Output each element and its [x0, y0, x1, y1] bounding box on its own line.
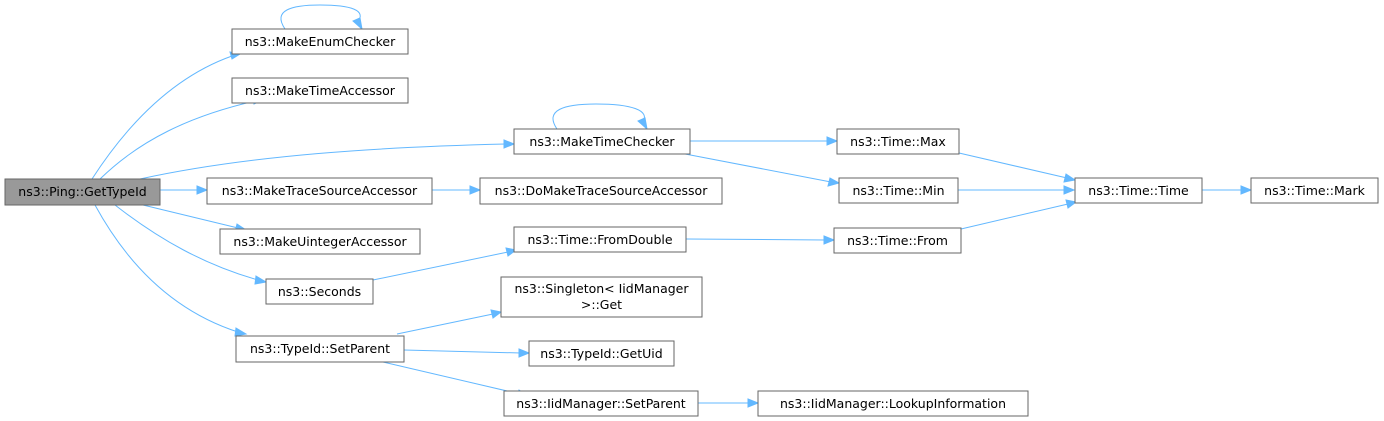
- edge-time-max-to-time-time: [958, 152, 1077, 183]
- node-label: ns3::DoMakeTraceSourceAccessor: [495, 183, 709, 198]
- edge-root-to-make-uinteger-accessor: [142, 204, 248, 233]
- node-iidmanager-set-parent[interactable]: ns3::IidManager::SetParent: [503, 390, 699, 417]
- node-time-time[interactable]: ns3::Time::Time: [1074, 177, 1203, 204]
- node-make-enum-checker[interactable]: ns3::MakeEnumChecker: [231, 28, 409, 55]
- edge-make-trace-source-accessor-to-do-make: [432, 185, 482, 195]
- edge-root-to-make-enum-checker: [91, 51, 242, 180]
- edge-typeid-set-parent-to-singleton-get: [396, 309, 503, 335]
- node-label: ns3::Time::Min: [852, 183, 944, 198]
- node-label: ns3::Time::Time: [1088, 183, 1189, 198]
- node-make-trace-source-accessor[interactable]: ns3::MakeTraceSourceAccessor: [206, 177, 433, 205]
- node-typeid-set-parent[interactable]: ns3::TypeId::SetParent: [235, 335, 405, 363]
- node-typeid-get-uid[interactable]: ns3::TypeId::GetUid: [528, 340, 675, 367]
- edge-root-to-seconds: [114, 204, 268, 285]
- node-singleton-get[interactable]: ns3::Singleton< IidManager >::Get: [500, 276, 703, 318]
- edge-time-min-to-time-time: [958, 185, 1076, 195]
- node-label: ns3::Seconds: [278, 284, 361, 299]
- node-ping-gettypeid[interactable]: ns3::Ping::GetTypeId: [4, 178, 161, 206]
- node-label: ns3::Ping::GetTypeId: [18, 184, 146, 199]
- edge-root-to-typeid-set-parent: [94, 204, 248, 337]
- node-label: ns3::MakeTraceSourceAccessor: [222, 183, 418, 198]
- node-do-make-trace-source-accessor[interactable]: ns3::DoMakeTraceSourceAccessor: [479, 177, 723, 205]
- edge-make-time-checker-self: [552, 103, 648, 131]
- edge-time-from-double-to-time-from: [685, 235, 836, 245]
- node-label: ns3::TypeId::GetUid: [540, 346, 662, 361]
- node-label: ns3::Time::Max: [850, 134, 946, 149]
- node-time-from[interactable]: ns3::Time::From: [833, 227, 962, 254]
- node-label: ns3::IidManager::SetParent: [516, 396, 686, 411]
- node-label: ns3::TypeId::SetParent: [250, 341, 390, 356]
- node-label: ns3::MakeEnumChecker: [245, 34, 396, 49]
- node-time-min[interactable]: ns3::Time::Min: [838, 177, 959, 204]
- node-label: ns3::MakeUintegerAccessor: [233, 234, 407, 249]
- node-label: ns3::Time::From: [847, 233, 948, 248]
- node-make-time-accessor[interactable]: ns3::MakeTimeAccessor: [231, 77, 409, 104]
- node-label: ns3::Time::FromDouble: [527, 232, 672, 247]
- node-time-max[interactable]: ns3::Time::Max: [836, 128, 960, 155]
- node-time-mark[interactable]: ns3::Time::Mark: [1250, 177, 1379, 204]
- edge-make-time-checker-to-time-min: [679, 152, 841, 187]
- node-make-uinteger-accessor[interactable]: ns3::MakeUintegerAccessor: [219, 228, 421, 255]
- node-label: ns3::IidManager::LookupInformation: [780, 396, 1006, 411]
- node-time-from-double[interactable]: ns3::Time::FromDouble: [513, 226, 687, 253]
- node-label: ns3::MakeTimeChecker: [529, 134, 675, 149]
- node-seconds[interactable]: ns3::Seconds: [265, 278, 374, 305]
- node-label-line2: >::Get: [581, 297, 622, 312]
- edge-make-time-checker-to-time-max: [690, 136, 839, 146]
- node-label: ns3::Time::Mark: [1264, 183, 1365, 198]
- edge-root-to-make-time-checker: [139, 139, 516, 180]
- node-iidmanager-lookup-information[interactable]: ns3::IidManager::LookupInformation: [757, 390, 1029, 417]
- node-label: ns3::MakeTimeAccessor: [245, 83, 396, 98]
- edge-root-to-make-time-accessor: [99, 96, 265, 180]
- edge-root-to-make-trace-source-accessor: [160, 185, 209, 195]
- edge-typeid-set-parent-to-typeid-get-uid: [403, 348, 531, 358]
- edge-make-enum-checker-self: [280, 4, 363, 31]
- edge-time-from-to-time-time: [960, 199, 1078, 230]
- node-label-line1: ns3::Singleton< IidManager: [514, 281, 689, 296]
- node-make-time-checker[interactable]: ns3::MakeTimeChecker: [513, 128, 691, 155]
- edge-iidmanager-set-parent-to-lookup-information: [698, 398, 760, 408]
- edge-time-time-to-time-mark: [1202, 185, 1253, 195]
